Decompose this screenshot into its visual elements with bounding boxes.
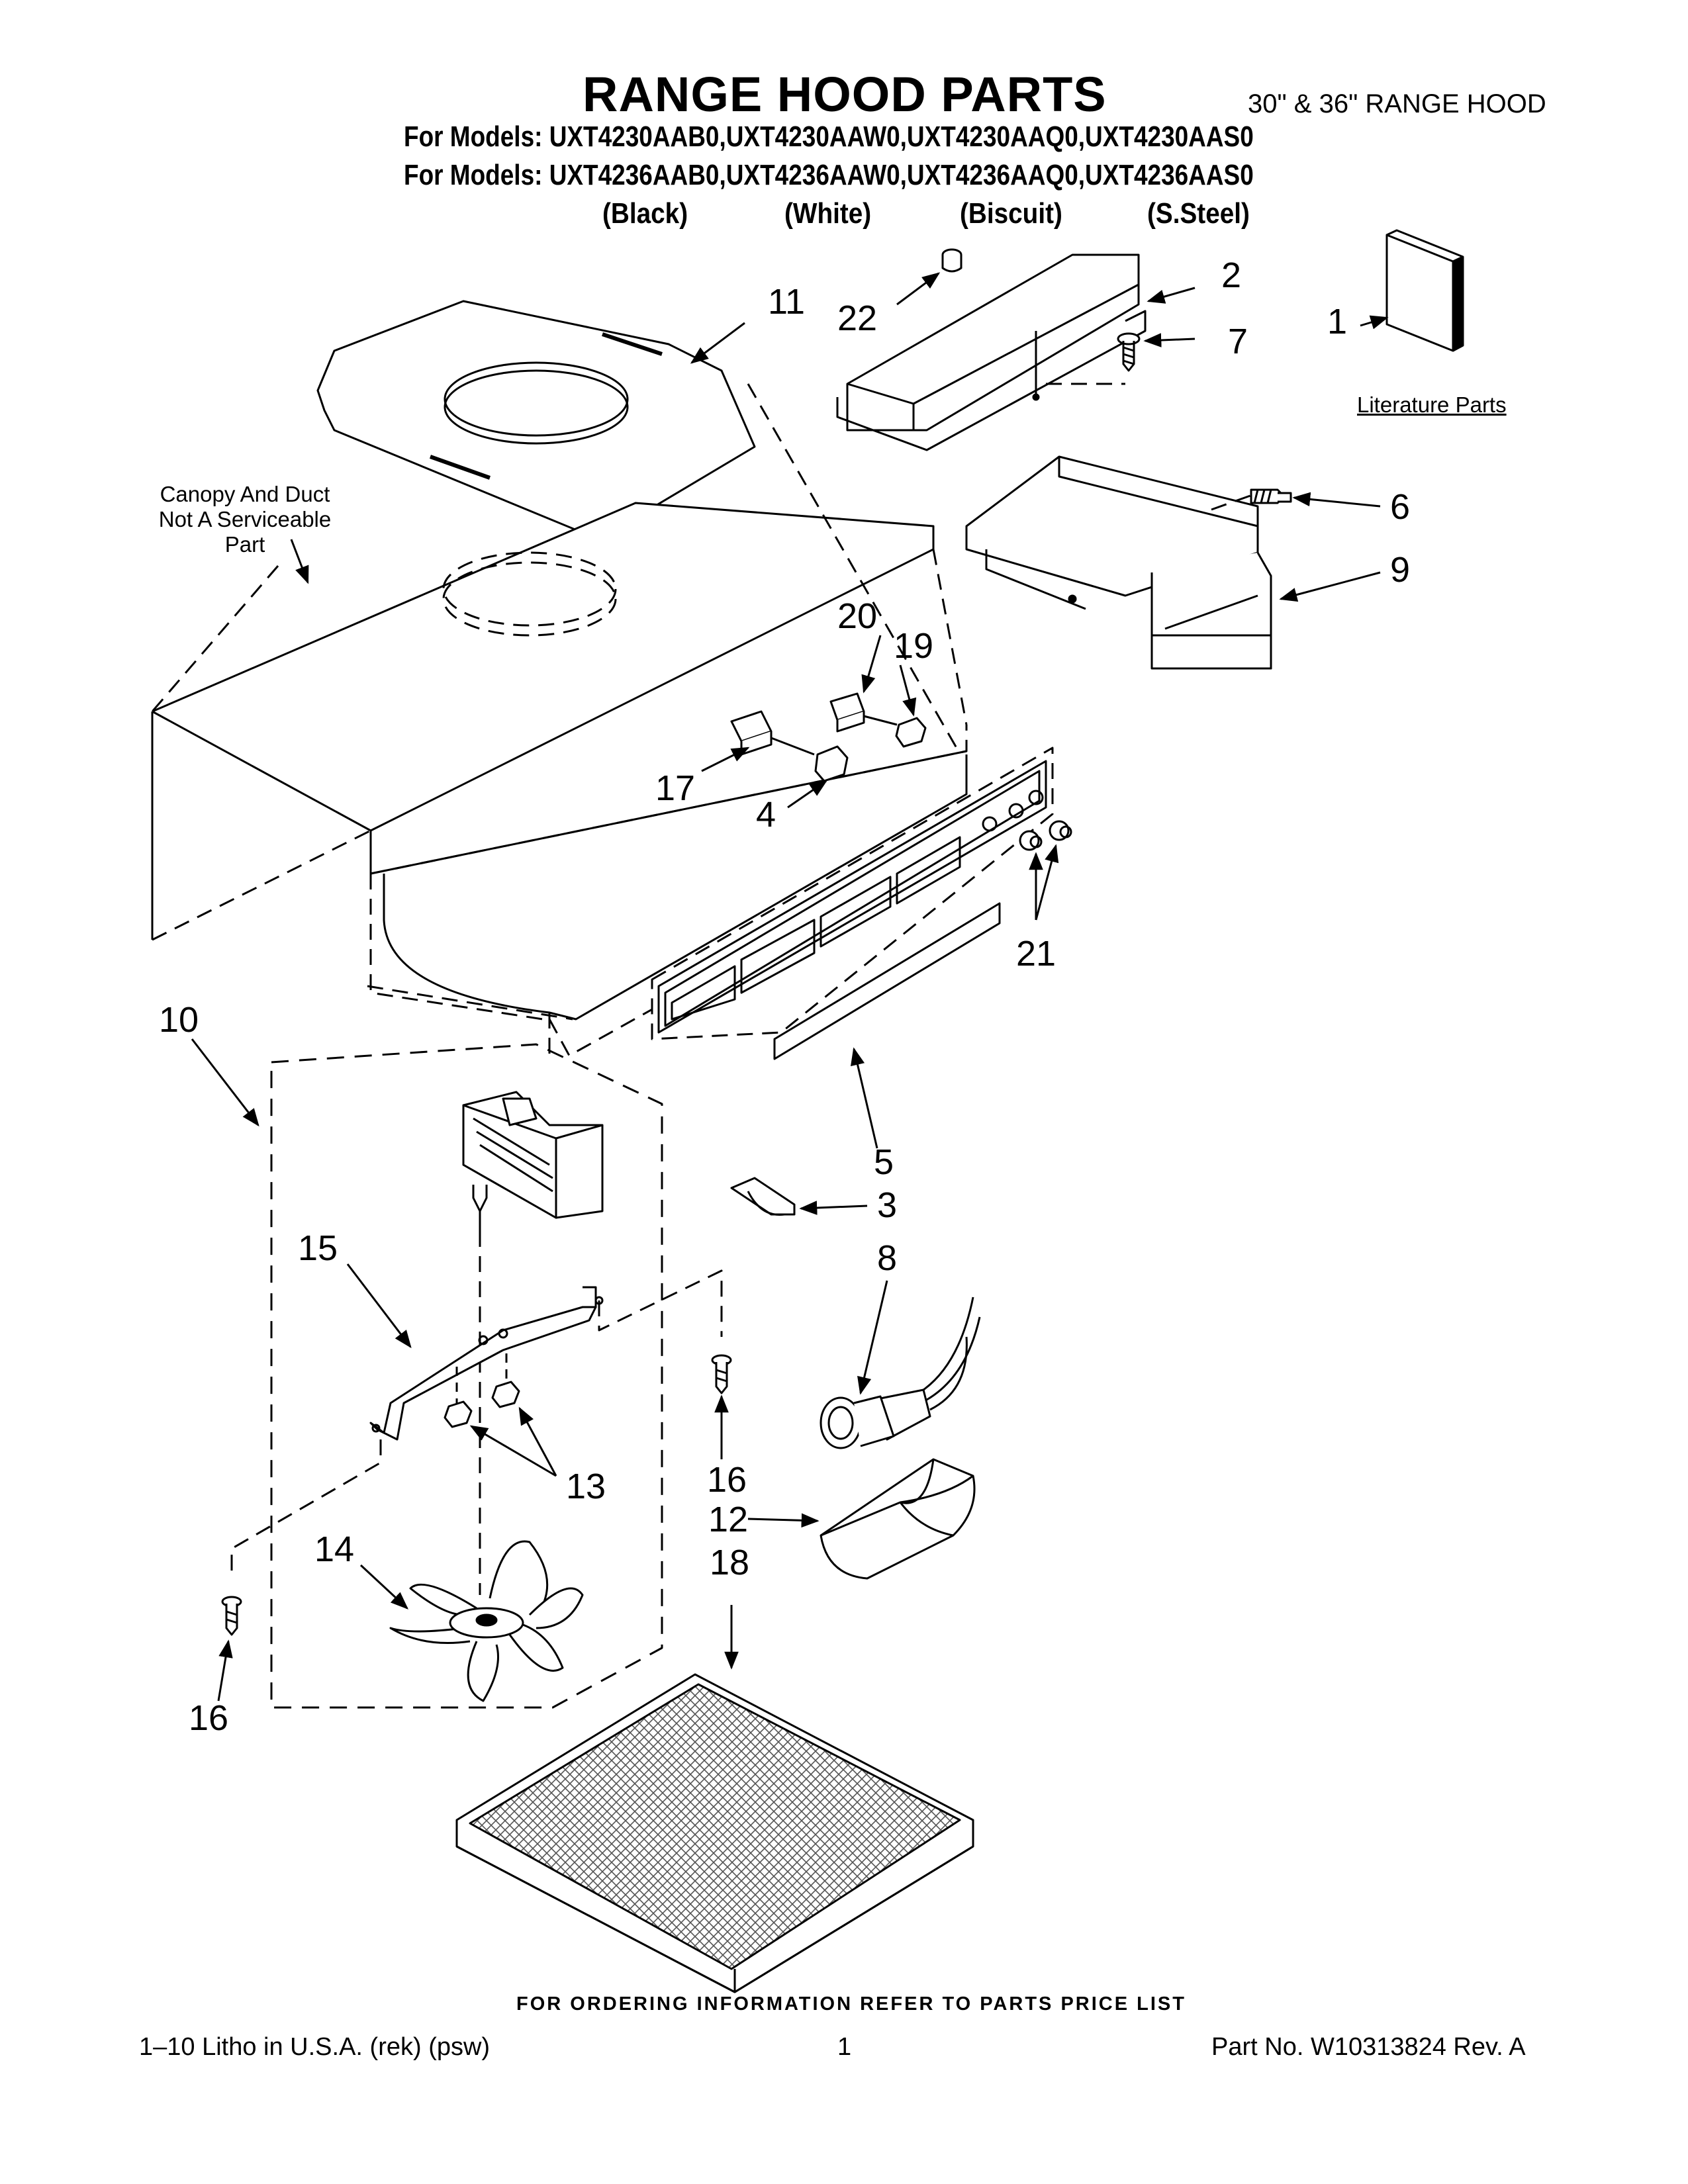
callout-5: 5 [874, 1142, 894, 1182]
models-line-1: For Models: UXT4230AAB0,UXT4230AAW0,UXT4… [404, 120, 1254, 153]
callout-18: 18 [710, 1543, 750, 1582]
part-14-fan-blade [389, 1540, 584, 1702]
callout-3: 3 [877, 1185, 898, 1225]
color-stainless: (S.Steel) [1147, 197, 1250, 230]
callout-17: 17 [655, 768, 696, 808]
callout-16-right: 16 [707, 1460, 747, 1500]
part-16-screw-right [711, 1354, 732, 1394]
part-12-lens [820, 1458, 976, 1580]
page-title: RANGE HOOD PARTS [583, 67, 1107, 122]
callout-1: 1 [1327, 302, 1348, 341]
part-4-nut [814, 745, 849, 782]
part-21-knobs [1019, 820, 1072, 851]
callout-11: 11 [768, 282, 806, 322]
literature-parts-label: Literature Parts [1357, 392, 1507, 417]
part-2-cover [836, 253, 1147, 451]
callout-16-left: 16 [189, 1698, 229, 1738]
callout-21: 21 [1016, 934, 1056, 974]
part-9-baffle [965, 455, 1272, 670]
canopy-note: Canopy And Duct Not A Serviceable Part [158, 482, 332, 557]
part-22-cap [941, 248, 962, 273]
callout-9: 9 [1390, 550, 1411, 590]
motor [462, 1091, 604, 1595]
part-20-switch [829, 692, 898, 733]
part-6-screw [1250, 488, 1292, 504]
part-16-screw-left [221, 1596, 242, 1636]
part-7-screw [1117, 332, 1141, 372]
callout-20: 20 [837, 596, 878, 636]
part-10-motor-assembly [270, 1043, 663, 1709]
part-1-literature [1385, 229, 1464, 352]
callout-10: 10 [159, 1000, 199, 1040]
part-19-nut [895, 717, 927, 748]
callout-4: 4 [756, 795, 776, 835]
color-white: (White) [784, 197, 872, 230]
part-8-socket [820, 1297, 981, 1449]
callout-8: 8 [877, 1238, 898, 1278]
page-subtitle: 30" & 36" RANGE HOOD [1248, 89, 1546, 118]
leader-lines [191, 272, 1389, 1702]
callout-15: 15 [298, 1228, 338, 1268]
part-13-nuts [444, 1381, 520, 1428]
callout-6: 6 [1390, 487, 1411, 527]
canopy-body [151, 383, 968, 1057]
callout-2: 2 [1221, 255, 1242, 295]
page-number: 1 [837, 2033, 852, 2061]
part-17-switch [730, 710, 815, 756]
callout-7: 7 [1228, 322, 1248, 361]
callout-19: 19 [894, 626, 934, 666]
callout-13: 13 [566, 1467, 606, 1506]
color-black: (Black) [602, 197, 688, 230]
callout-22: 22 [837, 298, 878, 338]
ordering-note: FOR ORDERING INFORMATION REFER TO PARTS … [516, 1993, 1186, 2015]
part-number: Part No. W10313824 Rev. A [1211, 2033, 1526, 2061]
color-biscuit: (Biscuit) [960, 197, 1062, 230]
callout-14: 14 [314, 1529, 355, 1569]
part-11-top-panel [316, 300, 756, 541]
callout-12: 12 [708, 1500, 749, 1539]
part-3-switch [730, 1177, 796, 1216]
models-line-2: For Models: UXT4236AAB0,UXT4236AAW0,UXT4… [404, 159, 1254, 191]
part-18-filter [455, 1673, 974, 1993]
part-5-control-panel [651, 747, 1054, 1060]
part-15-bracket [230, 1269, 723, 1575]
litho-info: 1–10 Litho in U.S.A. (rek) (psw) [139, 2033, 491, 2061]
